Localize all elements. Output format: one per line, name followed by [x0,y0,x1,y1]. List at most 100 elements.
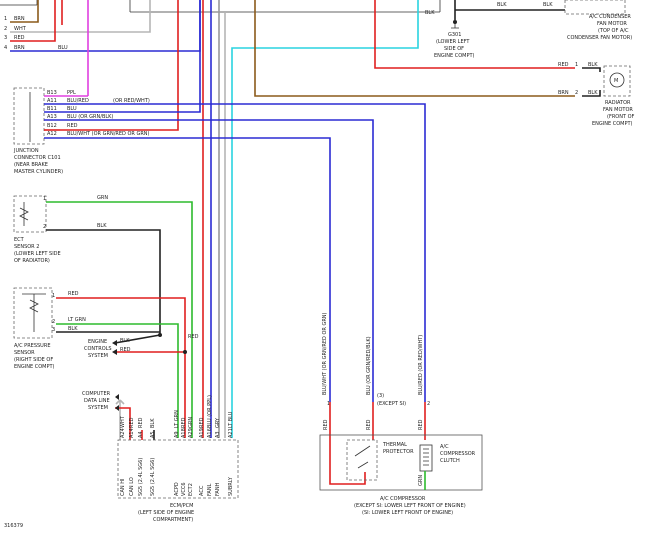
vertical-label-bluwht: BLU/WHT (OR GRN/RED OR GRN) [322,312,328,395]
junction-pin-a11: A11 [47,98,57,104]
top-left-pin-4: 4 [4,45,7,51]
ecm-pin-color: WHT [120,415,126,428]
ecm-pin-color: BLK [150,418,156,428]
blured-wire-a11 [44,103,426,402]
red-wire-top [10,0,56,42]
arrow-icon [115,405,119,411]
ecm-line-2: (LEFT SIDE OF ENGINE [138,510,194,516]
ecm-pin-signal: CAN LO [129,477,135,496]
top-left-color-4: BRN [14,45,25,51]
top-left-pin-2: 2 [4,26,7,32]
clutch-line-1: A/C [440,444,449,450]
ecm-pin-signal: VCC6 [181,482,187,496]
radiator-line-3: (FRONT OF [607,114,635,120]
junction-line-4: MASTER CYLINDER) [14,169,63,175]
pressure-sensor-icon [22,293,46,332]
arrow-icon [112,340,117,346]
condenser-fan-box [564,0,626,15]
thermal-line-1: THERMAL [382,442,407,448]
bluwht-wire-a12 [44,137,331,402]
ecm-pin-color: BLU (OR PPL) [207,395,213,428]
compressor-pin-3: (3) [377,393,384,399]
radiator-pin-2: 2 [575,90,578,96]
pressure-blk-label: BLK [68,326,78,332]
data-link-line-1: COMPUTER [82,391,111,397]
ecm-pin-number: A16 [207,428,213,438]
ecm-pcm-box [117,439,239,499]
ecm-pin-color: LT BLU [228,411,234,428]
red-wire-b12 [60,0,179,131]
compressor-box [319,434,483,491]
ltgrn-wire-acpd [56,323,179,438]
ground-blk-label: BLK [425,10,435,16]
compressor-red-1: RED [323,419,329,430]
ground-symbol [451,24,459,29]
compressor-pin-except: (EXCEPT SI) [377,401,406,407]
junction-pin-b11: B11 [47,106,57,112]
radiator-fan-box [603,65,631,97]
ecm-pin-signal: ECT2 [188,483,194,496]
top-left-color-3: RED [14,35,25,41]
blk-wire-ect [46,229,161,335]
ect-pin-2: 2 [43,224,46,230]
ecm-pin-number: A5 [150,431,156,438]
junction-line-2: CONNECTOR C101 [14,155,61,161]
engine-controls-red-2: RED [188,334,199,340]
radiator-line-1: RADIATOR [605,100,631,106]
compressor-line-2: (EXCEPT SI: LOWER LEFT FRONT OF ENGINE) [354,503,466,509]
top-left-pin-1: 1 [4,16,7,22]
ground-desc-2: SIDE OF [444,46,464,52]
ground-blk-label-2: BLK [497,2,507,8]
radiator-line-4: ENGINE COMPT) [592,121,633,127]
arrow-icon [115,394,119,400]
ect-line-2: SENSOR 2 [14,244,39,250]
ecm-pin-number: A3 [215,431,221,438]
ecm-pin-number: A18 [181,428,187,438]
ect-blk-label: BLK [97,223,107,229]
ecm-pin-color: RED [129,417,135,428]
red-wire-radiator-fan [374,0,575,69]
motor-label: M [614,78,618,84]
compressor-line-1: A/C COMPRESSOR [380,496,426,502]
red-wire-vcc6 [56,297,186,438]
condenser-line-2: FAN MOTOR [597,21,627,27]
figure-id: 316379 [4,523,23,529]
ecm-pin-signal: SG5 (2.4L SG6) [138,458,144,496]
ecm-pin-signal: SG5 (2.4L SG6) [150,458,156,496]
condenser-line-3: (TOP OF A/C [598,28,629,34]
compressor-red-2: RED [418,419,424,430]
ecm-pin-color: GRY [215,417,221,428]
vertical-label-blu: BLU (OR GRN/RED/BLK) [366,336,372,395]
compressor-grn-label: GRN [418,475,424,486]
ground-blk-label-3: BLK [543,2,553,8]
clutch-coil-icon [419,444,433,472]
ground-desc-3: ENGINE COMPT) [434,53,475,59]
thermistor-icon [19,202,29,226]
ecm-pin-color: LT GRN [174,410,180,428]
ecm-pin-number: A21 [228,428,234,438]
engine-controls-red: RED [120,347,131,353]
blk-radiator-wires [582,67,601,97]
radiator-line-2: FAN MOTOR [603,107,633,113]
top-left-blu-label: BLU [58,45,68,51]
compressor-red-3: RED [366,419,372,430]
arrow-icon [112,349,117,355]
ecm-pin-signal: FANH [215,482,221,496]
ecm-pin-signal: ACC [199,485,205,496]
thermal-protector-box [346,439,378,481]
compressor-pin-1: 1 [327,401,330,407]
junction-color-b11: BLU [67,106,77,112]
red-wire-compressor-1 [329,402,366,485]
top-left-color-1: BRN [14,16,25,22]
junction-alt-a11: (OR RED/WHT) [113,98,150,104]
junction-pin-rows: B13 PPL A11 BLU/RED (OR RED/WHT) B11 BLU… [47,90,150,137]
ecm-pin-signal: CAN HI [120,479,126,496]
ecm-pin-color: RED [181,417,187,428]
junction-pin-b13: B13 [47,90,57,96]
splice-red [183,350,187,354]
ecm-pin-color: RED [199,417,205,428]
pressure-pin-2: 2 [52,319,55,325]
clutch-line-2: COMPRESSOR [440,451,476,457]
ground-desc-1: (LOWER LEFT [436,39,470,45]
